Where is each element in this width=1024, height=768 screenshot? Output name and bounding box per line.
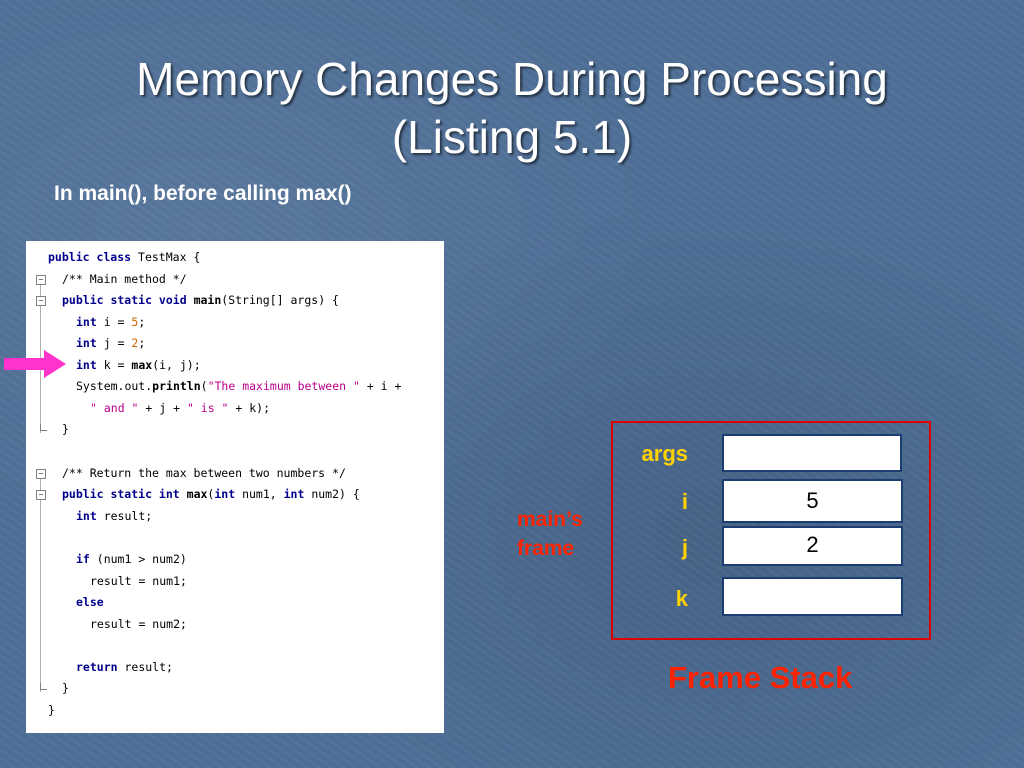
var-cell-args bbox=[722, 434, 902, 472]
code-line: int i = 5; bbox=[76, 315, 146, 329]
code-line: public static int max(int num1, int num2… bbox=[62, 487, 360, 501]
fold-collapse-icon[interactable]: − bbox=[36, 490, 46, 500]
code-line: " and " + j + " is " + k); bbox=[90, 401, 271, 415]
fold-end-icon bbox=[40, 683, 47, 690]
code-line: } bbox=[62, 422, 69, 436]
var-label-j: j bbox=[681, 535, 688, 560]
code-line: /** Return the max between two numbers *… bbox=[62, 466, 346, 480]
code-line-current: int k = max(i, j); bbox=[76, 358, 201, 372]
code-line: return result; bbox=[76, 660, 173, 674]
slide-subtitle: In main(), before calling max() bbox=[54, 182, 352, 205]
fold-collapse-icon[interactable]: − bbox=[36, 296, 46, 306]
code-line: public static void main(String[] args) { bbox=[62, 293, 339, 307]
fold-collapse-icon[interactable]: − bbox=[36, 275, 46, 285]
fold-collapse-icon[interactable]: − bbox=[36, 469, 46, 479]
code-listing-panel: − − − − public class TestMax { /** Main … bbox=[26, 241, 444, 733]
fold-end-icon bbox=[40, 424, 47, 431]
var-cell-j: 2 bbox=[722, 526, 903, 566]
slide-title-line1: Memory Changes During Processing bbox=[136, 53, 888, 105]
var-label-args: args bbox=[641, 441, 688, 466]
frame-name-line2: frame bbox=[517, 537, 575, 560]
var-cell-k bbox=[722, 577, 903, 616]
code-line: else bbox=[76, 595, 104, 609]
frame-name-label: main’s frame bbox=[517, 505, 583, 563]
code-line: result = num1; bbox=[90, 574, 187, 588]
current-line-arrow-icon bbox=[4, 350, 66, 378]
frame-stack-label: Frame Stack bbox=[668, 660, 853, 695]
code-line: result = num2; bbox=[90, 617, 187, 631]
var-label-k: k bbox=[675, 586, 688, 611]
slide-title-line2: (Listing 5.1) bbox=[391, 111, 633, 163]
var-label-i: i bbox=[681, 489, 688, 514]
fold-guide bbox=[40, 478, 41, 692]
main-frame-box bbox=[611, 421, 931, 640]
code-line: int result; bbox=[76, 509, 153, 523]
frame-name-line1: main’s bbox=[517, 508, 583, 531]
code-line: } bbox=[62, 681, 69, 695]
code-line: } bbox=[48, 703, 55, 717]
code-line: int j = 2; bbox=[76, 336, 146, 350]
slide-title: Memory Changes During Processing (Listin… bbox=[0, 50, 1024, 166]
code-line: /** Main method */ bbox=[62, 272, 187, 286]
code-line: public class TestMax { bbox=[48, 250, 201, 264]
code-line: System.out.println("The maximum between … bbox=[76, 379, 402, 393]
code-line: if (num1 > num2) bbox=[76, 552, 187, 566]
var-cell-i: 5 bbox=[722, 479, 903, 523]
